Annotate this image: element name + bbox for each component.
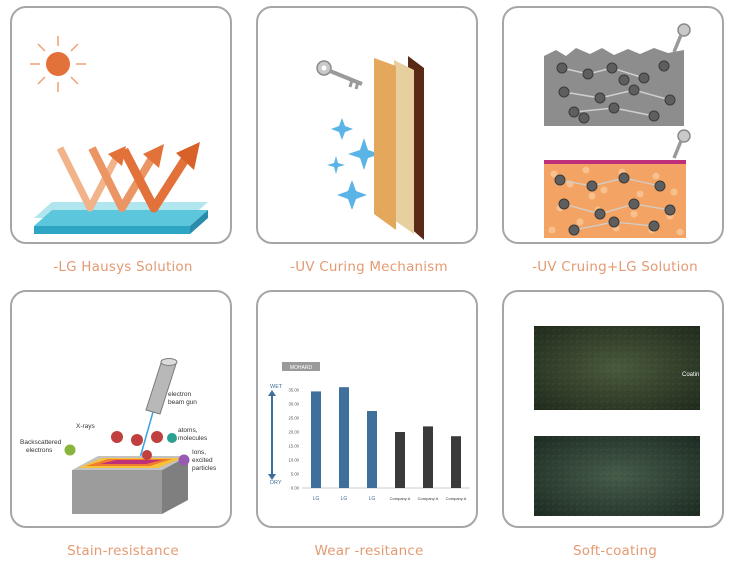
wet-label: WET <box>270 384 283 390</box>
card-uv-curing-lg-solution <box>502 6 724 244</box>
caption-uv-curing-lg-solution: -UV Cruing+LG Solution <box>532 259 698 275</box>
y-tick-label: 35.00 <box>289 388 300 393</box>
card-wear-resistance: MOHARD WET DRY 0.00 5.00 10.00 15.00 20.00 25… <box>256 290 478 528</box>
key-icon <box>316 60 363 90</box>
chart-header-label: MOHARD <box>290 365 313 371</box>
y-tick-label: 25.00 <box>289 416 300 421</box>
lg-coated-block <box>544 129 691 238</box>
wear-chart: MOHARD WET DRY 0.00 5.00 10.00 15.00 20.00 25… <box>268 362 470 502</box>
label-xrays: X-rays <box>76 423 96 430</box>
sparkle-icon <box>327 118 380 210</box>
scratched-surface-block <box>544 23 691 126</box>
caption-stain-resistance: Stain-resistance <box>67 543 179 559</box>
uv-lg-illustration <box>544 23 691 238</box>
soft-coating-illustration: Coatin <box>534 326 700 516</box>
uv-curing-illustration <box>316 56 424 240</box>
caption-soft-coating: Soft-coating <box>572 543 658 559</box>
caption-wear-resistance: Wear -resitance <box>314 543 424 559</box>
x-tick-label: Company A <box>390 496 411 501</box>
caption-uv-curing-mechanism: -UV Curing Mechanism <box>290 259 448 275</box>
y-tick-label: 15.00 <box>289 444 300 449</box>
x-tick-label: LG <box>313 496 320 502</box>
bar <box>311 391 321 488</box>
dry-label: DRY <box>270 480 282 486</box>
y-tick-label: 10.00 <box>289 458 300 463</box>
layered-panels <box>374 56 424 240</box>
x-tick-label: Company A <box>446 496 467 501</box>
card-uv-curing-mechanism <box>256 6 478 244</box>
card-lg-hausys-solution <box>10 6 232 244</box>
chart-header-tag <box>282 362 320 371</box>
label-atoms: atoms,molecules <box>178 427 208 442</box>
y-tick-label: 30.00 <box>289 402 300 407</box>
bar <box>339 387 349 488</box>
y-tick-label: 20.00 <box>289 430 300 435</box>
reflection-arrows <box>56 142 200 213</box>
arrow-up-icon <box>268 390 276 396</box>
bar <box>423 426 433 488</box>
y-tick-label: 5.00 <box>291 472 300 477</box>
x-tick-label: LG <box>369 496 376 502</box>
y-tick-label: 0.00 <box>291 486 300 491</box>
arrow-down-icon <box>268 474 276 480</box>
x-tick-label: Company A <box>418 496 439 501</box>
bar <box>451 436 461 488</box>
bar <box>367 411 377 488</box>
bar <box>395 432 405 488</box>
sample-block <box>72 456 188 514</box>
electron-gun-icon <box>139 358 178 459</box>
coating-label: Coatin <box>682 372 699 378</box>
caption-lg-hausys-solution: -LG Hausys Solution <box>53 259 193 275</box>
sun-icon <box>30 36 86 92</box>
x-tick-label: LG <box>341 496 348 502</box>
particle-icons <box>64 431 190 466</box>
reflection-illustration <box>30 36 208 234</box>
card-soft-coating: Coatin <box>502 290 724 528</box>
